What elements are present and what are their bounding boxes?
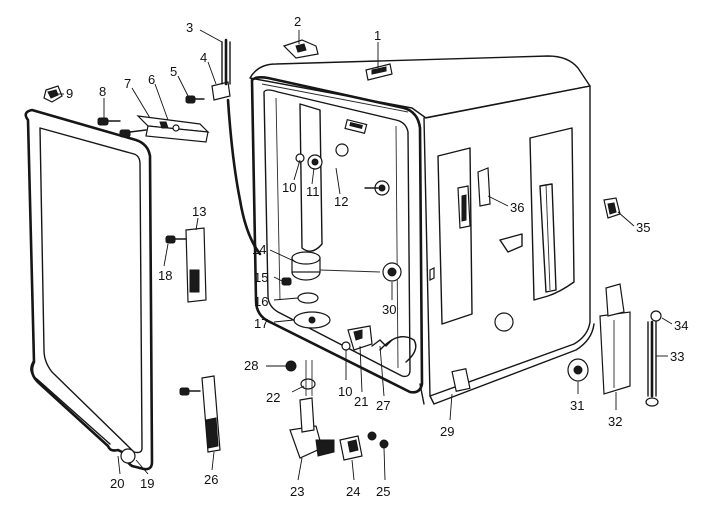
callout-numbers: 1 2 3 4 5 6 7 8 9 10 11 12 13 14 15 16 1… [66, 14, 688, 499]
callout-20: 20 [110, 476, 124, 491]
callout-29: 29 [440, 424, 454, 439]
callout-13: 13 [192, 204, 206, 219]
callout-15: 15 [254, 270, 268, 285]
callout-34: 34 [674, 318, 688, 333]
mid-left-parts [165, 227, 393, 390]
callout-17: 17 [254, 316, 268, 331]
callout-18: 18 [158, 268, 172, 283]
callout-36: 36 [510, 200, 524, 215]
callout-11: 11 [306, 184, 320, 199]
callout-3: 3 [186, 20, 193, 35]
callout-24: 24 [346, 484, 360, 499]
callout-31: 31 [570, 398, 584, 413]
callout-16: 16 [254, 294, 268, 309]
callout-32: 32 [608, 414, 622, 429]
callout-10-upper: 10 [282, 180, 296, 195]
callout-4: 4 [200, 50, 207, 65]
callout-14: 14 [252, 242, 266, 257]
callout-35: 35 [636, 220, 650, 235]
callout-7: 7 [124, 76, 131, 91]
door-gasket [24, 108, 154, 471]
callout-6: 6 [148, 72, 155, 87]
upper-left-parts [43, 38, 393, 256]
callout-23: 23 [290, 484, 304, 499]
callout-2: 2 [294, 14, 301, 29]
callout-22: 22 [266, 390, 280, 405]
callout-19: 19 [140, 476, 154, 491]
callout-26: 26 [204, 472, 218, 487]
leader-lines [56, 29, 673, 481]
callout-21: 21 [354, 394, 368, 409]
callout-8: 8 [99, 84, 106, 99]
callout-25: 25 [376, 484, 390, 499]
callout-12: 12 [334, 194, 348, 209]
callout-5: 5 [170, 64, 177, 79]
tub-assembly [249, 55, 595, 405]
callout-27: 27 [376, 398, 390, 413]
callout-1: 1 [374, 28, 381, 43]
lower-parts [179, 197, 662, 461]
callout-28: 28 [244, 358, 258, 373]
callout-9: 9 [66, 86, 73, 101]
callout-30: 30 [382, 302, 396, 317]
callout-10-lower: 10 [338, 384, 352, 399]
callout-33: 33 [670, 349, 684, 364]
